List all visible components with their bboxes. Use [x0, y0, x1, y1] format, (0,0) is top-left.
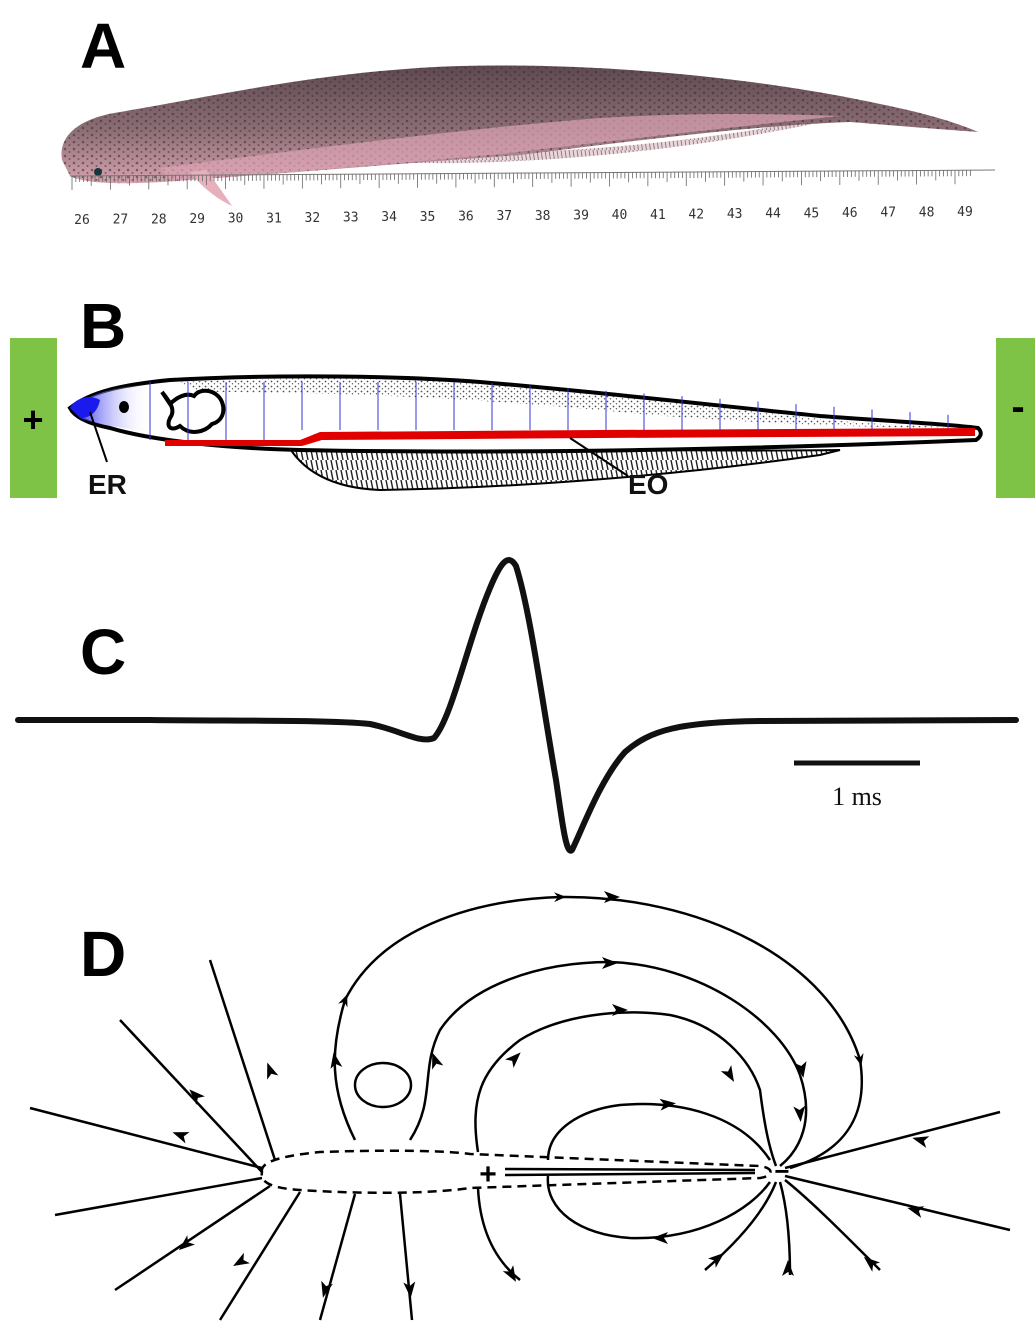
arrow-icon	[721, 1065, 739, 1085]
field-line	[780, 1182, 790, 1275]
field-arrowheads	[170, 891, 929, 1299]
arrow-icon	[652, 1232, 668, 1244]
ruler-number: 38	[535, 209, 551, 224]
er-label: ER	[88, 469, 127, 500]
ruler-number: 37	[496, 209, 512, 224]
field-loop	[478, 1188, 520, 1280]
fish-schematic: ER EO	[70, 376, 981, 500]
arrow-icon	[782, 1260, 794, 1276]
scale-bar-label: 1 ms	[832, 782, 882, 811]
arrow-icon	[230, 1253, 250, 1271]
arrow-icon	[612, 1004, 628, 1016]
field-line	[210, 960, 275, 1160]
ruler-number: 31	[266, 211, 282, 226]
ruler-number: 40	[612, 208, 628, 223]
ruler-number: 33	[343, 211, 359, 226]
field-line	[320, 1194, 355, 1320]
field-line	[785, 1112, 1000, 1168]
field-loop	[475, 1012, 776, 1166]
arrow-icon	[170, 1127, 189, 1144]
ruler-numbers: 26 27 28 29 30 31 32 33 34 35 36 37 38 39 40 41 42 43 44 45…	[74, 205, 973, 228]
ruler-number: 44	[765, 207, 781, 222]
eo-label: EO	[628, 469, 668, 500]
ruler-number: 41	[650, 208, 666, 223]
fish-eye	[94, 168, 102, 176]
negative-sign: -	[1011, 385, 1024, 429]
field-line	[55, 1178, 262, 1215]
field-line	[115, 1186, 270, 1290]
field-line	[785, 1176, 1010, 1230]
ruler-number: 46	[842, 206, 858, 221]
ruler-number: 47	[880, 206, 896, 221]
field-line	[30, 1108, 262, 1168]
ruler-number: 36	[458, 210, 474, 225]
ruler-number: 48	[919, 205, 935, 220]
fish-outline-dashed	[262, 1151, 771, 1193]
ruler-number: 35	[420, 210, 436, 225]
ruler-number: 45	[804, 206, 820, 221]
ruler-number: 29	[189, 212, 205, 227]
field-plus: +	[479, 1158, 497, 1191]
ruler-number: 34	[381, 210, 397, 225]
head-loop	[355, 1063, 411, 1107]
fish-photo	[62, 65, 978, 206]
ruler-number: 39	[573, 208, 589, 223]
arrow-icon	[503, 1265, 521, 1285]
arrow-icon	[860, 1252, 880, 1271]
ruler-number: 27	[113, 213, 129, 228]
ruler-number: 42	[688, 207, 704, 222]
field-minus: −	[774, 1156, 789, 1186]
ruler-number: 28	[151, 212, 167, 227]
field-line	[785, 1180, 880, 1270]
ruler-number: 49	[957, 205, 973, 220]
ruler-number: 43	[727, 207, 743, 222]
ruler-number: 30	[228, 212, 244, 227]
ruler-number: 32	[305, 211, 321, 226]
arrow-icon	[262, 1060, 279, 1079]
arrow-icon	[403, 1282, 416, 1299]
positive-sign: +	[22, 399, 43, 440]
ruler-number: 26	[74, 213, 90, 228]
field-diagram	[30, 897, 1010, 1320]
field-loop	[548, 1104, 770, 1160]
field-line	[400, 1194, 412, 1320]
field-loop	[335, 897, 862, 1168]
